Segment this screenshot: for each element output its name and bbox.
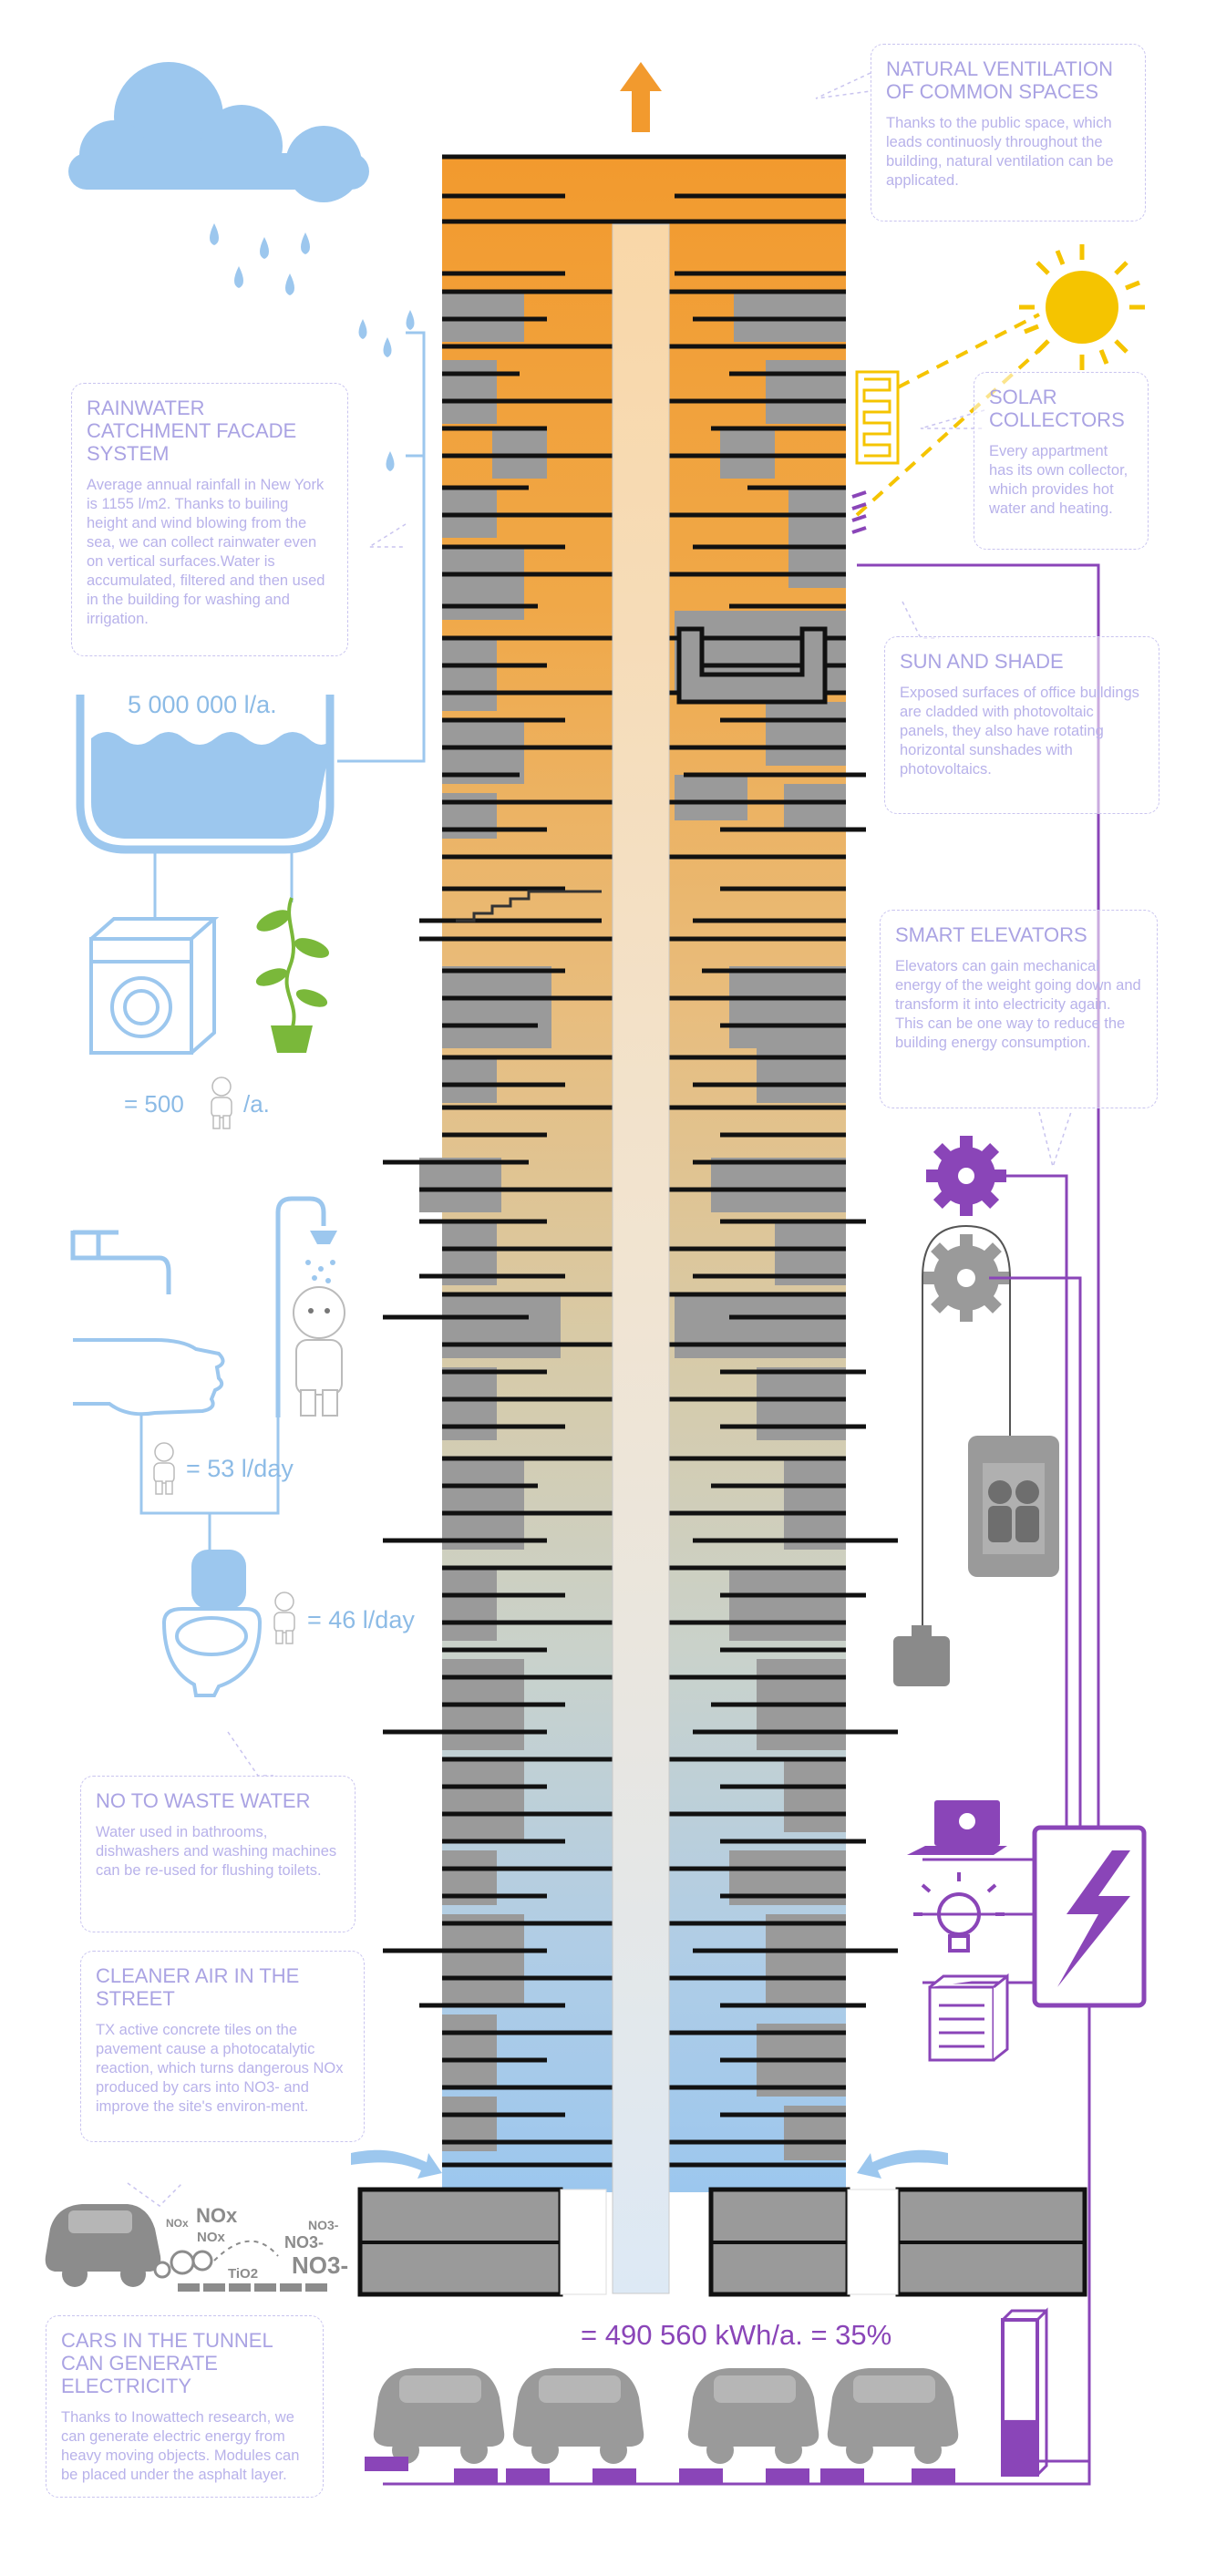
note-smart-elevators: SMART ELEVATORS Elevators can gain mecha… [880,910,1158,1108]
note-cleaner-air: CLEANER AIR IN THE STREET TX active conc… [80,1951,365,2142]
hand-icon [73,1338,225,1417]
toilet-icon [161,1550,263,1697]
ventilation-arrow-icon [620,62,662,132]
toilet-stat-label: = 46 l/day [307,1606,415,1633]
note-natural-ventilation: NATURAL VENTILATION OF COMMON SPACES Tha… [871,44,1146,222]
note-body: Thanks to the public space, which leads … [886,115,1114,189]
raindrop-icons [210,223,415,471]
sun-icon [1019,244,1145,370]
tower-core [612,223,670,2294]
note-title: CARS IN THE TUNNEL CAN GENERATE ELECTRIC… [61,2329,273,2397]
rain-cloud-icon [68,62,369,202]
energy-meter [1001,2307,1048,2477]
tap-icon [70,1230,171,1294]
washing-stat-prefix: = 500 [124,1090,184,1118]
reaction-arc [213,2240,279,2262]
exhaust-cloud-icon [153,2250,213,2279]
note-body: Thanks to Inowattech research, we can ge… [61,2409,300,2483]
drain-pipes [139,1413,280,1550]
shower-icon [275,1196,337,1417]
power-wiring [383,563,1100,2486]
elevator-cabin-icon [968,1436,1059,1577]
solar-beams [855,313,1050,517]
cantilever-stairs [456,890,602,922]
note-body: Exposed surfaces of office buildings are… [900,685,1139,778]
note-sun-and-shade: SUN AND SHADE Exposed surfaces of office… [884,636,1159,814]
tunnel-car-icon-2 [512,2368,644,2464]
floor-slabs [383,154,898,2168]
note-body: Elevators can gain mechanical energy of … [895,958,1141,1051]
counterweight-icon [893,1636,950,1686]
energy-meter-fill [1005,2419,1036,2473]
note-title: SOLAR COLLECTORS [989,386,1125,431]
no3-label-mid: NO3- [284,2233,325,2251]
tank-outlet-pipes [153,850,294,921]
note-title: NO TO WASTE WATER [96,1789,311,1812]
washing-stat-suffix: /a. [243,1090,270,1118]
note-title: SUN AND SHADE [900,650,1064,673]
washing-machine-icon [89,917,220,1055]
gear-icon-gray [922,1234,1010,1322]
no3-label-small: NO3- [308,2218,339,2232]
energy-stat-label: = 490 560 kWh/a. = 35% [581,2319,892,2351]
note-body: Every appartment has its own collector, … [989,443,1128,517]
solar-collector-icon [855,370,900,465]
shower-stat-label: = 53 l/day [186,1455,294,1482]
tio2-tiles [178,2283,327,2292]
tunnel-car-icon-1 [373,2368,505,2464]
tunnel-cars [373,2368,959,2464]
piezo-modules [365,2457,955,2483]
street-car-icon [45,2204,161,2287]
sky-lounge [676,626,828,705]
printer-icon [928,1973,1009,2062]
note-body: TX active concrete tiles on the pavement… [96,2022,344,2115]
note-title: SMART ELEVATORS [895,923,1087,946]
nox-label-big: NOx [196,2204,238,2227]
person-icon-washing [211,1077,232,1129]
inflow-arrow-right-icon [857,2149,948,2179]
note-no-to-waste-water: NO TO WASTE WATER Water used in bathroom… [80,1776,356,1932]
note-tunnel-electricity: CARS IN THE TUNNEL CAN GENERATE ELECTRIC… [46,2315,324,2498]
light-bulb-icon [913,1872,1005,1953]
gear-icon-purple [926,1136,1006,1216]
note-body: Water used in bathrooms, dishwashers and… [96,1824,337,1879]
catchment-pipes [337,331,426,763]
elevator-cable [922,1224,1011,1632]
no3-label-big: NO3- [292,2251,349,2279]
tower-base [351,2149,1087,2297]
tunnel-car-icon-3 [687,2368,819,2464]
nox-label-small-2: NOx [197,2230,225,2245]
note-solar-collectors: SOLAR COLLECTORS Every appartment has it… [974,372,1149,550]
electricity-hub-icon [1032,1825,1147,2008]
laptop-icon [907,1800,1007,1855]
plant-icon [255,897,330,1053]
note-title: NATURAL VENTILATION OF COMMON SPACES [886,57,1113,103]
person-icon-shower-stat [153,1442,175,1495]
tower [383,62,898,2294]
note-body: Average annual rainfall in New York is 1… [87,477,325,627]
nox-label-small-1: NOx [166,2217,189,2230]
note-rainwater-catchment: RAINWATER CATCHMENT FACADE SYSTEM Averag… [71,383,348,656]
tio2-label: TiO2 [228,2266,259,2282]
person-icon-toilet-stat [273,1592,295,1644]
water-tank [76,695,335,854]
note-title: CLEANER AIR IN THE STREET [96,1964,300,2010]
person-shower-icon [293,1286,345,1417]
note-title: RAINWATER CATCHMENT FACADE SYSTEM [87,397,297,465]
inflow-arrow-left-icon [351,2149,442,2179]
tunnel-car-icon-4 [827,2368,959,2464]
tank-volume-label: 5 000 000 l/a. [128,691,277,718]
photovoltaic-louvers [851,490,867,534]
